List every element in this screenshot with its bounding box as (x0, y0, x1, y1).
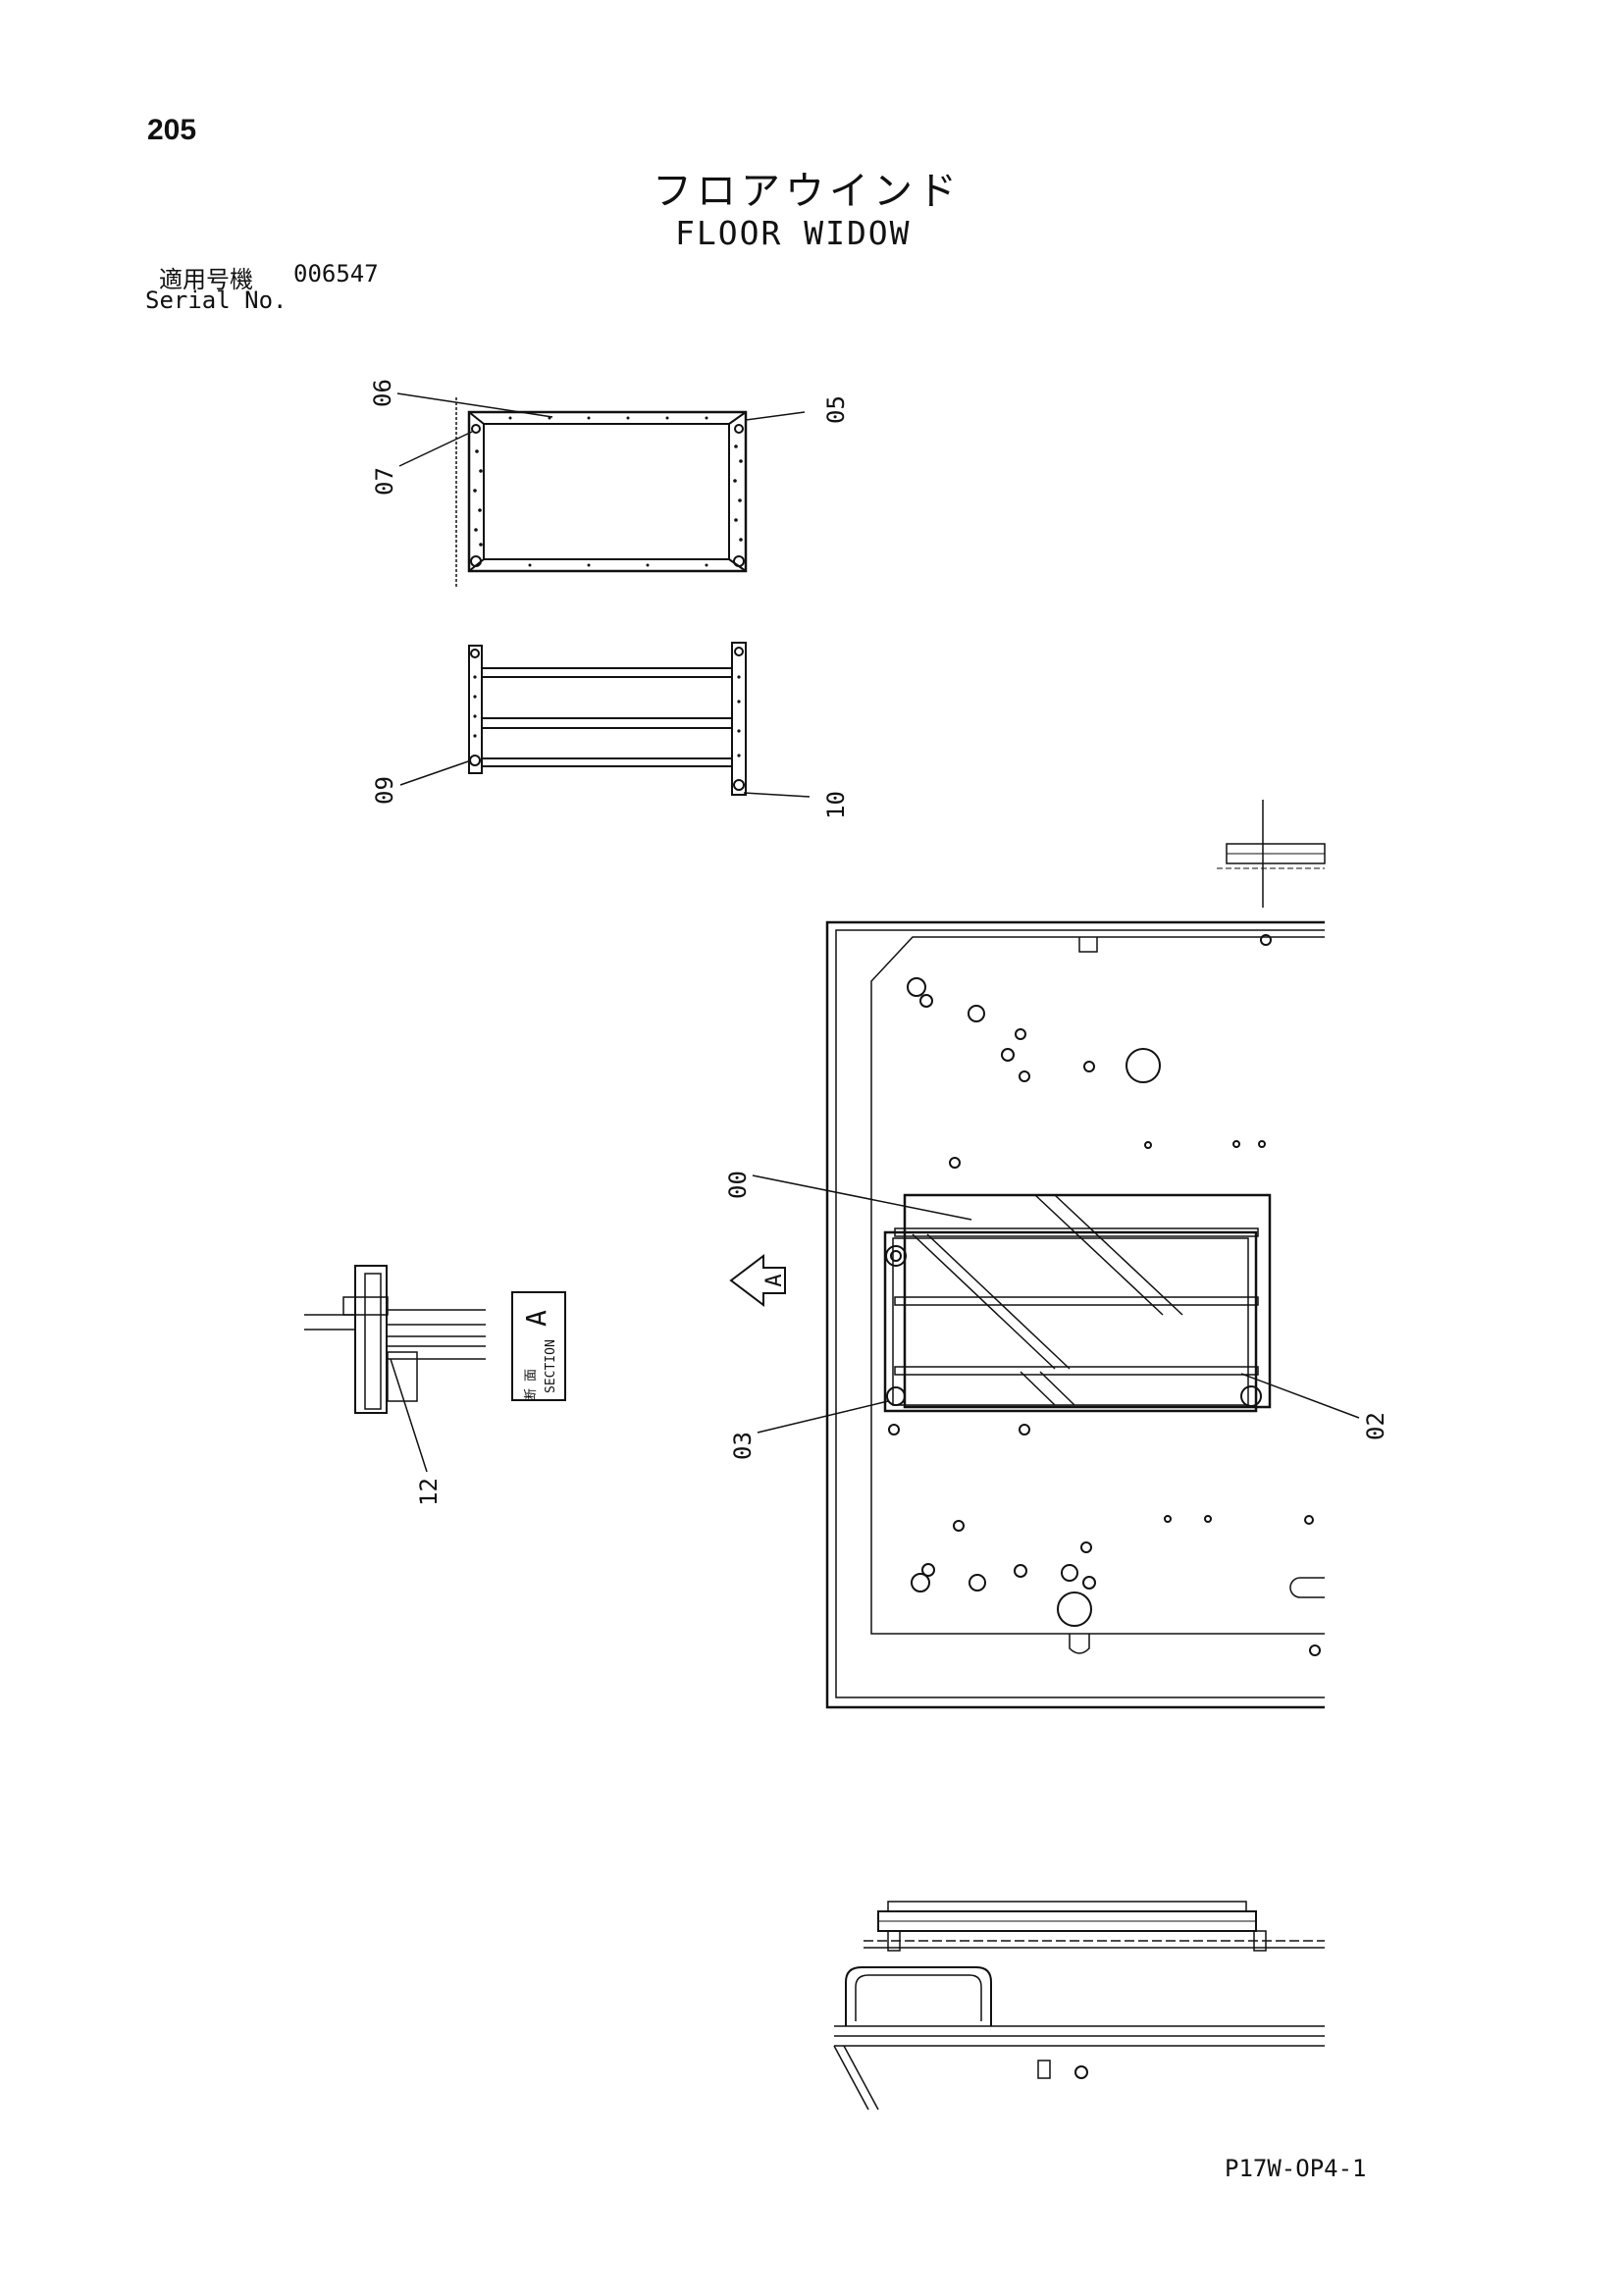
section-a-detail (304, 1265, 566, 1473)
page-title-en: FLOOR WIDOW (675, 214, 912, 252)
callout-07: 07 (371, 467, 398, 496)
svg-text:面: 面 (524, 1369, 539, 1382)
serial-number-value: 006547 (293, 260, 379, 287)
svg-text:断: 断 (524, 1388, 539, 1401)
callout-12: 12 (415, 1478, 443, 1506)
svg-text:02: 02 (1362, 1412, 1389, 1440)
floor-plate-view (752, 800, 1360, 1709)
side-elevation-view (833, 1901, 1325, 2111)
view-arrow-a: A (729, 1253, 787, 1308)
svg-text:07: 07 (371, 467, 398, 496)
svg-text:06: 06 (369, 379, 396, 407)
svg-text:03: 03 (729, 1432, 757, 1460)
section-a-label: A SECTION 断 面 (520, 1310, 558, 1401)
callout-06: 06 (369, 379, 396, 407)
callout-03: 03 (729, 1432, 757, 1460)
svg-text:10: 10 (822, 791, 850, 819)
serial-label-jp: 適用号機 (159, 267, 253, 293)
svg-text:A: A (762, 1274, 787, 1286)
svg-text:05: 05 (822, 395, 850, 424)
page-title-jp: フロアウインド (653, 170, 962, 213)
serial-label-en: Serial No. (145, 287, 288, 314)
svg-text:A: A (520, 1310, 552, 1327)
callout-02: 02 (1362, 1412, 1389, 1440)
callout-09: 09 (371, 776, 398, 805)
svg-text:09: 09 (371, 776, 398, 805)
callout-05: 05 (822, 395, 850, 424)
rail-assembly (399, 642, 811, 798)
page-number: 205 (147, 114, 197, 146)
svg-text:SECTION: SECTION (544, 1339, 558, 1393)
callout-10: 10 (822, 791, 850, 819)
drawing-code: P17W-OP4-1 (1225, 2155, 1367, 2182)
svg-text:12: 12 (415, 1478, 443, 1506)
frame-seal-assembly (396, 392, 806, 587)
svg-text:00: 00 (724, 1171, 752, 1199)
callout-00: 00 (724, 1171, 752, 1199)
